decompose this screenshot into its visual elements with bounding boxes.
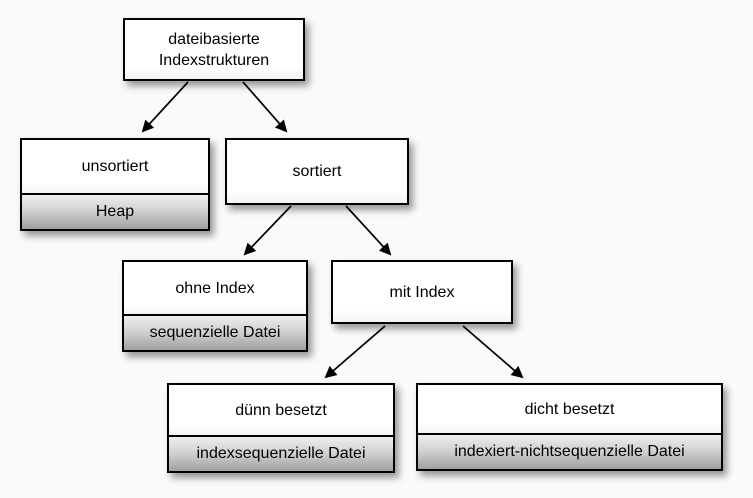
node-label: ohne Index [124,262,306,314]
edge-sortiert-ohne-index [243,205,292,256]
node-dicht-besetzt: dicht besetzt indexiert-nichtsequenziell… [416,383,723,471]
node-label: unsortiert [22,140,208,193]
node-label: sortiert [227,140,407,203]
node-sublabel: sequenzielle Datei [124,314,306,350]
node-sublabel: Heap [22,193,208,229]
edge-mit-index-dicht-besetzt [462,325,524,379]
node-sortiert: sortiert [225,138,409,205]
node-sublabel: indexiert-nichtsequenzielle Datei [418,433,721,469]
edge-mit-index-duenn-besetzt [324,325,386,379]
edge-root-sortiert [242,81,288,133]
edge-sortiert-mit-index [345,205,392,256]
node-duenn-besetzt: dünn besetzt indexsequenzielle Datei [167,383,395,473]
node-unsortiert: unsortiert Heap [20,138,210,231]
node-sublabel: indexsequenzielle Datei [169,435,393,471]
node-label: dicht besetzt [418,385,721,433]
node-dateibasierte-indexstrukturen: dateibasierte Indexstrukturen [123,18,305,81]
node-label: dateibasierte Indexstrukturen [125,20,303,79]
node-label: dünn besetzt [169,385,393,435]
edge-root-unsortiert [141,81,189,133]
node-label: mit Index [333,262,511,322]
node-ohne-index: ohne Index sequenzielle Datei [122,260,308,352]
node-mit-index: mit Index [331,260,513,324]
